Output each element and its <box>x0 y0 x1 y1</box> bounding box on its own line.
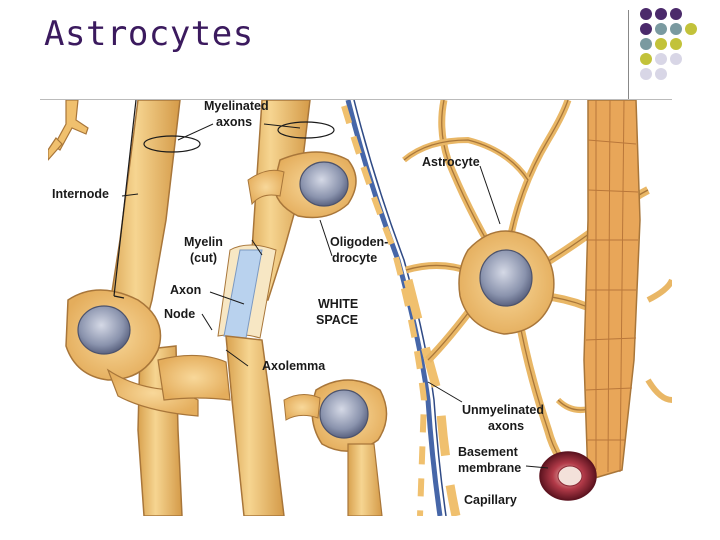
title-divider-horizontal <box>40 99 672 100</box>
background-processes <box>48 100 89 161</box>
label-astrocyte: Astrocyte <box>422 155 480 169</box>
decorative-dot <box>655 53 667 65</box>
title-divider-vertical <box>628 10 629 100</box>
decorative-dot <box>685 23 697 35</box>
lower-left-oligodendrocyte <box>65 289 199 417</box>
decorative-dot <box>655 23 667 35</box>
decorative-dot <box>655 38 667 50</box>
decorative-dot <box>670 38 682 50</box>
slide-title: Astrocytes <box>44 14 254 54</box>
astrocyte-cell-body <box>458 230 555 335</box>
label-axolemma: Axolemma <box>262 359 326 373</box>
decorative-dot <box>670 53 682 65</box>
decorative-dot <box>655 8 667 20</box>
decorative-dot <box>640 8 652 20</box>
label-basement-membrane-line1: Basement <box>458 445 519 459</box>
capillary-vessel <box>539 100 641 501</box>
label-white-space-line1: WHITE <box>318 297 358 311</box>
label-myelin-line1: Myelin <box>184 235 223 249</box>
label-basement-membrane-line2: membrane <box>458 461 521 475</box>
label-myelinated-axons-line2: axons <box>216 115 252 129</box>
lower-middle-oligodendrocyte <box>283 379 388 516</box>
label-oligodendrocyte-line1: Oligoden- <box>330 235 388 249</box>
label-node: Node <box>164 307 195 321</box>
unmyelinated-axon-bundle <box>341 100 461 516</box>
label-white-space-line2: SPACE <box>316 313 358 327</box>
leader-lines <box>121 123 549 469</box>
astrocyte-diagram: Myelinated axons Internode Myelin (cut) … <box>48 100 672 516</box>
label-myelin-line2: (cut) <box>190 251 217 265</box>
upper-oligodendrocyte <box>247 151 357 219</box>
label-unmyelinated-axons-line2: axons <box>488 419 524 433</box>
decorative-dot <box>655 68 667 80</box>
internode-bracket <box>113 100 137 299</box>
decorative-dot <box>670 8 682 20</box>
decorative-dot <box>640 38 652 50</box>
decorative-dot <box>640 53 652 65</box>
myelinated-axons-loops <box>143 121 335 153</box>
label-oligodendrocyte-line2: drocyte <box>332 251 377 265</box>
label-capillary: Capillary <box>464 493 517 507</box>
label-internode: Internode <box>52 187 109 201</box>
decorative-dot <box>670 23 682 35</box>
label-myelinated-axons-line1: Myelinated <box>204 100 269 113</box>
decorative-dot <box>640 68 652 80</box>
label-unmyelinated-axons-line1: Unmyelinated <box>462 403 544 417</box>
label-axon: Axon <box>170 283 201 297</box>
decorative-dot <box>640 23 652 35</box>
myelinated-axon-middle <box>157 100 311 516</box>
